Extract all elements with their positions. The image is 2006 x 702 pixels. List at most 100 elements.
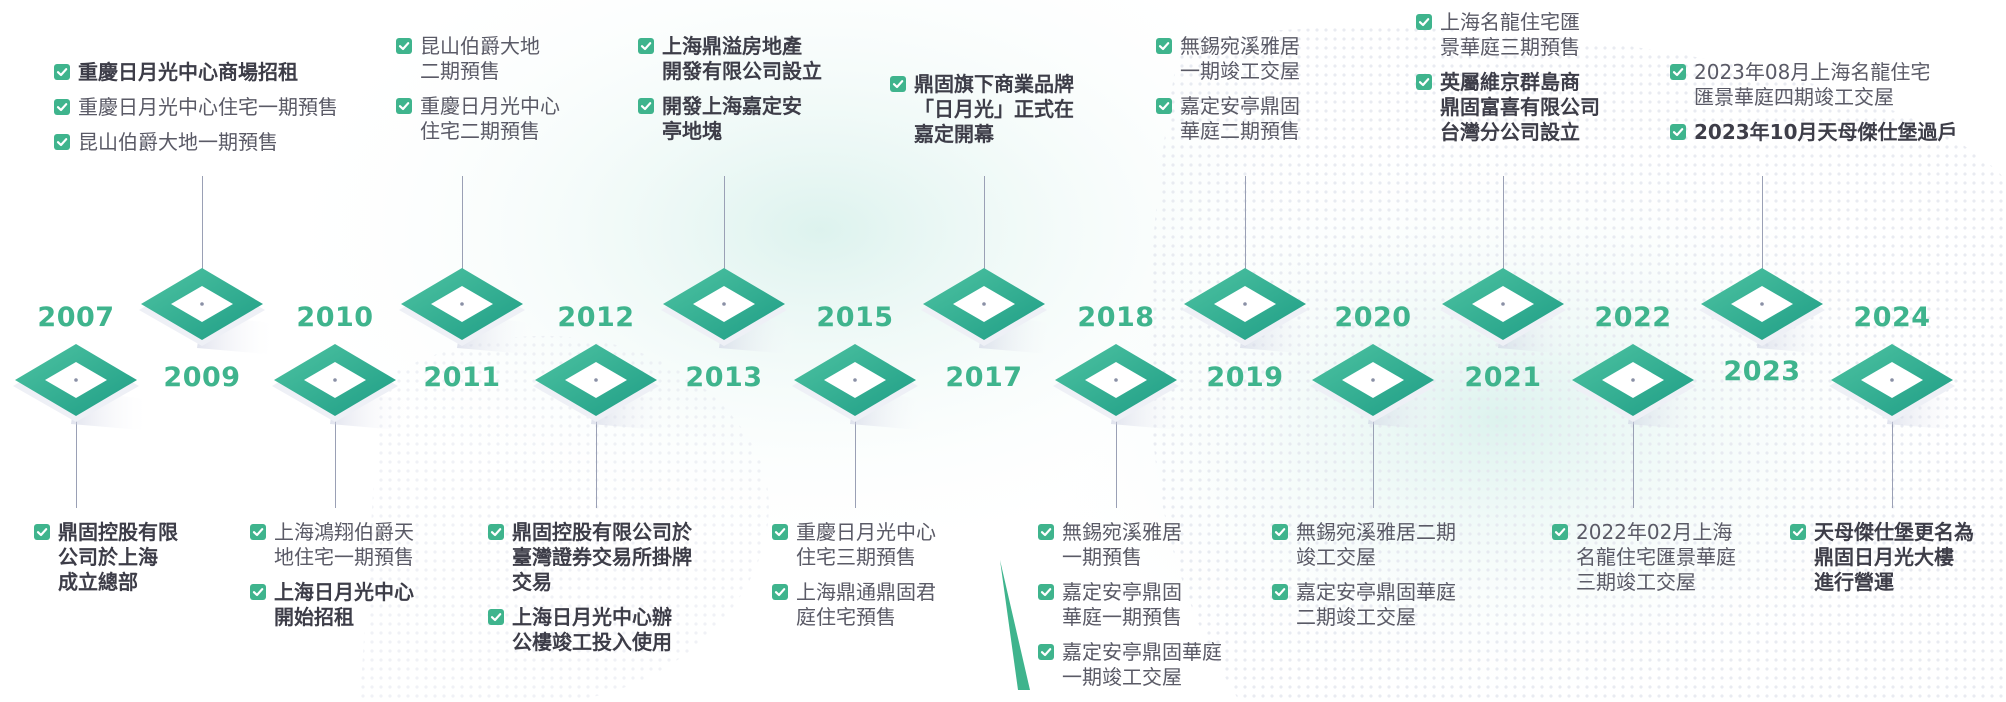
event-text-line: 上海鼎通鼎固君 — [796, 580, 936, 604]
event-item: 2023年08月上海名龍住宅匯景華庭四期竣工交屋 — [1670, 60, 1958, 110]
event-text-line: 重慶日月光中心 — [420, 94, 560, 118]
check-icon — [1038, 644, 1054, 660]
timeline-stem — [724, 176, 725, 304]
check-icon — [1038, 584, 1054, 600]
check-icon — [1272, 584, 1288, 600]
event-text-line: 鼎固日月光大樓 — [1814, 545, 1954, 569]
timeline-stem — [1633, 380, 1634, 508]
event-text-line: 二期預售 — [420, 59, 500, 83]
event-group: 鼎固控股有限公司於上海成立總部 — [34, 520, 178, 605]
check-icon — [890, 76, 906, 92]
check-icon — [396, 38, 412, 54]
timeline-stem — [1373, 380, 1374, 508]
event-group: 無錫宛溪雅居一期預售嘉定安亭鼎固華庭一期預售嘉定安亭鼎固華庭一期竣工交屋 — [1038, 520, 1222, 700]
event-text-line: 鼎固富喜有限公司 — [1440, 95, 1600, 119]
year-label: 2013 — [685, 362, 763, 393]
event-text-line: 匯景華庭四期竣工交屋 — [1694, 85, 1894, 109]
check-icon — [1552, 524, 1568, 540]
event-text-line: 無錫宛溪雅居 — [1062, 520, 1182, 544]
timeline-marker-icon — [1, 338, 151, 434]
event-text-line: 開發有限公司設立 — [662, 59, 822, 83]
event-item: 無錫宛溪雅居一期預售 — [1038, 520, 1222, 570]
check-icon — [1038, 524, 1054, 540]
timeline-marker-icon — [521, 338, 671, 434]
event-text-line: 2023年08月上海名龍住宅 — [1694, 60, 1931, 84]
event-text-line: 2022年02月上海 — [1576, 520, 1733, 544]
timeline-stem — [984, 176, 985, 304]
event-item: 2023年10月天母傑仕堡過戶 — [1670, 120, 1958, 145]
check-icon — [54, 99, 70, 115]
event-item: 嘉定安亭鼎固華庭一期竣工交屋 — [1038, 640, 1222, 690]
year-label: 2009 — [163, 362, 241, 393]
timeline-marker-icon — [780, 338, 930, 434]
event-text-line: 開始招租 — [274, 605, 354, 629]
event-text-line: 嘉定安亭鼎固華庭 — [1062, 640, 1222, 664]
event-item: 上海鼎通鼎固君庭住宅預售 — [772, 580, 936, 630]
event-text-line: 一期竣工交屋 — [1180, 59, 1300, 83]
event-group: 天母傑仕堡更名為鼎固日月光大樓進行營運 — [1790, 520, 1974, 605]
event-item: 上海名龍住宅匯景華庭三期預售 — [1416, 10, 1600, 60]
year-label: 2010 — [296, 302, 374, 333]
timeline-marker-icon — [1170, 262, 1320, 358]
event-text-line: 嘉定開幕 — [914, 122, 994, 146]
event-text-line: 無錫宛溪雅居二期 — [1296, 520, 1456, 544]
event-text-line: 公樓竣工投入使用 — [512, 630, 672, 654]
event-group: 上海名龍住宅匯景華庭三期預售英屬維京群島商鼎固富喜有限公司台灣分公司設立 — [1416, 10, 1600, 155]
timeline-marker-icon — [1298, 338, 1448, 434]
timeline-marker-icon — [909, 262, 1059, 358]
event-text-line: 一期竣工交屋 — [1062, 665, 1182, 689]
event-item: 無錫宛溪雅居一期竣工交屋 — [1156, 34, 1300, 84]
event-item: 鼎固旗下商業品牌「日月光」正式在嘉定開幕 — [890, 72, 1074, 147]
timeline-marker-icon — [1687, 262, 1837, 358]
event-text-line: 成立總部 — [58, 570, 138, 594]
timeline-stem — [335, 380, 336, 508]
event-text-line: 重慶日月光中心商場招租 — [78, 60, 298, 84]
year-label: 2011 — [423, 362, 501, 393]
event-text-line: 開發上海嘉定安 — [662, 94, 802, 118]
year-label: 2023 — [1723, 356, 1801, 387]
event-item: 重慶日月光中心住宅三期預售 — [772, 520, 936, 570]
event-text-line: 臺灣證券交易所掛牌 — [512, 545, 692, 569]
event-item: 上海日月光中心辦公樓竣工投入使用 — [488, 605, 692, 655]
event-item: 嘉定安亭鼎固華庭一期預售 — [1038, 580, 1222, 630]
event-item: 天母傑仕堡更名為鼎固日月光大樓進行營運 — [1790, 520, 1974, 595]
timeline-marker-icon — [1558, 338, 1708, 434]
event-group: 重慶日月光中心商場招租重慶日月光中心住宅一期預售昆山伯爵大地一期預售 — [54, 60, 338, 165]
event-group: 昆山伯爵大地二期預售重慶日月光中心住宅二期預售 — [396, 34, 560, 154]
check-icon — [250, 524, 266, 540]
event-group: 重慶日月光中心住宅三期預售上海鼎通鼎固君庭住宅預售 — [772, 520, 936, 640]
event-item: 重慶日月光中心商場招租 — [54, 60, 338, 85]
event-text-line: 鼎固控股有限 — [58, 520, 178, 544]
check-icon — [772, 584, 788, 600]
event-text-line: 「日月光」正式在 — [914, 97, 1074, 121]
check-icon — [1670, 124, 1686, 140]
check-icon — [488, 524, 504, 540]
event-item: 重慶日月光中心住宅一期預售 — [54, 95, 338, 120]
event-text-line: 地住宅一期預售 — [274, 545, 414, 569]
event-text-line: 一期預售 — [1062, 545, 1142, 569]
event-text-line: 公司於上海 — [58, 545, 158, 569]
event-item: 昆山伯爵大地一期預售 — [54, 130, 338, 155]
check-icon — [1790, 524, 1806, 540]
event-text-line: 2023年10月天母傑仕堡過戶 — [1694, 120, 1958, 144]
timeline-marker-icon — [649, 262, 799, 358]
year-label: 2024 — [1853, 302, 1931, 333]
year-label: 2012 — [557, 302, 635, 333]
event-item: 無錫宛溪雅居二期竣工交屋 — [1272, 520, 1456, 570]
timeline-stem — [1892, 380, 1893, 508]
check-icon — [1272, 524, 1288, 540]
event-item: 鼎固控股有限公司於臺灣證券交易所掛牌交易 — [488, 520, 692, 595]
event-text-line: 無錫宛溪雅居 — [1180, 34, 1300, 58]
check-icon — [638, 98, 654, 114]
event-text-line: 重慶日月光中心住宅一期預售 — [78, 95, 338, 119]
event-text-line: 嘉定安亭鼎固 — [1062, 580, 1182, 604]
event-text-line: 進行營運 — [1814, 570, 1894, 594]
event-item: 2022年02月上海名龍住宅匯景華庭三期竣工交屋 — [1552, 520, 1736, 595]
event-text-line: 昆山伯爵大地一期預售 — [78, 130, 278, 154]
event-text-line: 亭地塊 — [662, 119, 722, 143]
check-icon — [396, 98, 412, 114]
check-icon — [34, 524, 50, 540]
event-text-line: 名龍住宅匯景華庭 — [1576, 545, 1736, 569]
event-group: 2022年02月上海名龍住宅匯景華庭三期竣工交屋 — [1552, 520, 1736, 605]
